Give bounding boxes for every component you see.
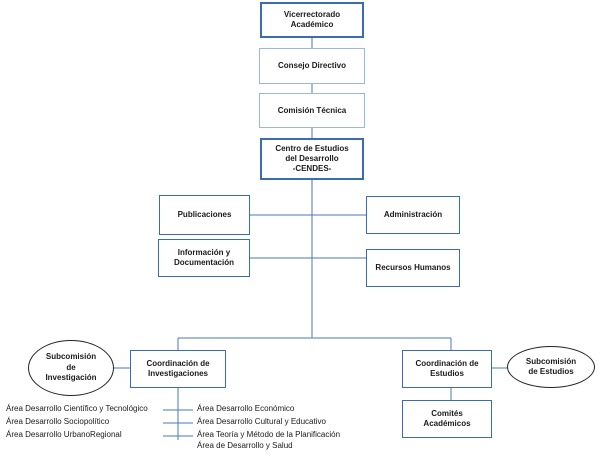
publicaciones-label: Publicaciones: [177, 210, 232, 219]
subcomision-estudios-label: Subcomisión de Estudios: [525, 356, 577, 376]
area-right-item: Área Teoría y Método de la Planificación: [197, 430, 341, 439]
vicerrectorado-box: Vicerrectorado Académico: [260, 2, 364, 38]
subcomision-estudios-ellipse: Subcomisión de Estudios: [507, 346, 595, 388]
cendes-box: Centro de Estudios del Desarrollo -CENDE…: [260, 138, 364, 180]
area-left-item: Área Desarrollo Sociopolítico: [6, 417, 110, 426]
administracion-label: Administración: [383, 210, 443, 219]
comites-box: Comités Académicos: [402, 400, 492, 438]
area-left-item: Área Desarrollo UrbanoRegional: [6, 430, 122, 439]
coord-estudios-box: Coordinación de Estudios: [402, 350, 492, 388]
coord-estudios-label: Coordinación de Estudios: [415, 359, 479, 378]
recursos-humanos-label: Recursos Humanos: [375, 263, 451, 272]
vicerrectorado-label: Vicerrectorado Académico: [283, 10, 341, 29]
area-left-item: Área Desarrollo Científico y Tecnológico: [6, 404, 148, 413]
area-right-item: Área de Desarrollo y Salud: [197, 441, 293, 450]
administracion-box: Administración: [366, 196, 460, 234]
area-right-item: Área Desarrollo Cultural y Educativo: [197, 417, 326, 426]
comision-tecnica-label: Comisión Técnica: [277, 105, 347, 115]
cendes-label: Centro de Estudios del Desarrollo -CENDE…: [275, 144, 349, 173]
area-right-item: Área Desarrollo Económico: [197, 404, 295, 413]
comision-tecnica-box: Comisión Técnica: [259, 93, 365, 128]
informacion-box: Información y Documentación: [158, 239, 250, 277]
publicaciones-box: Publicaciones: [159, 195, 250, 235]
subcomision-investigacion-label: Subcomisión de Investigación: [45, 352, 97, 383]
comites-label: Comités Académicos: [423, 409, 471, 428]
recursos-humanos-box: Recursos Humanos: [366, 249, 460, 287]
consejo-directivo-label: Consejo Directivo: [277, 61, 346, 70]
informacion-label: Información y Documentación: [173, 248, 234, 267]
coord-investigaciones-box: Coordinación de Investigaciones: [130, 350, 226, 388]
coord-investigaciones-label: Coordinación de Investigaciones: [146, 359, 210, 378]
consejo-directivo-box: Consejo Directivo: [259, 48, 365, 84]
subcomision-investigacion-ellipse: Subcomisión de Investigación: [28, 340, 114, 396]
